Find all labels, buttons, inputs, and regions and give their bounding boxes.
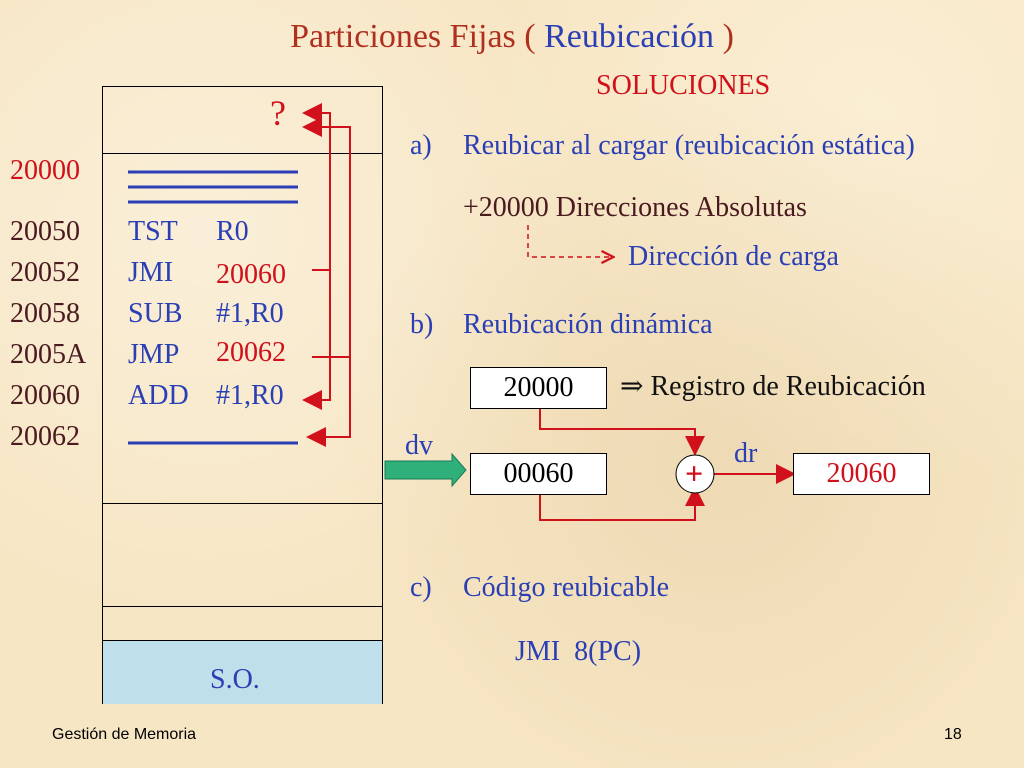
os-partition	[103, 640, 382, 704]
adder-lines	[539, 409, 796, 521]
dr-value: 20060	[826, 458, 897, 489]
slide-title: Particiones Fijas ( Reubicación )	[0, 18, 1024, 56]
title-part-2: Reubicación	[544, 18, 715, 55]
address-label: 20052	[10, 257, 80, 288]
footer-title: Gestión de Memoria	[52, 726, 197, 743]
os-label: S.O.	[210, 664, 260, 695]
partition-divider	[103, 153, 382, 154]
instruction-arg: #1,R0	[216, 298, 284, 329]
dv-label: dv	[405, 430, 433, 461]
instruction-op: SUB	[128, 298, 183, 329]
jump-arrows	[302, 103, 351, 447]
instruction-arg: #1,R0	[216, 380, 284, 411]
solution-c-marker: c)	[410, 572, 432, 603]
load-dashed-line	[527, 225, 612, 257]
plus-sign: +	[685, 455, 704, 491]
question-mark: ?	[270, 93, 286, 133]
solution-b-marker: b)	[410, 309, 434, 340]
address-label: 20000	[10, 155, 80, 186]
adder-circle	[675, 454, 715, 494]
instruction-arg: 20062	[216, 337, 286, 368]
instruction-arg: 20060	[216, 259, 286, 290]
solution-a-line2: +20000 Direcciones Absolutas	[463, 192, 807, 223]
address-label: 2005A	[10, 339, 87, 370]
partition-divider	[103, 503, 382, 504]
solutions-heading: SOLUCIONES	[596, 70, 771, 101]
dr-box: 20060	[793, 453, 930, 495]
relocatable-code: JMI 8(PC)	[515, 636, 642, 667]
solution-c-text: Código reubicable	[463, 572, 670, 603]
partition-divider	[103, 606, 382, 607]
instruction-arg: R0	[216, 216, 249, 247]
solution-a-text: Reubicar al cargar (reubicación estática…	[463, 130, 915, 161]
placeholder-lines	[128, 170, 298, 445]
instruction-op: JMI	[128, 257, 174, 288]
solution-a-marker: a)	[410, 130, 432, 161]
address-label: 20058	[10, 298, 80, 329]
partition-divider	[103, 640, 382, 641]
register-label: ⇒ Registro de Reubicación	[620, 371, 926, 402]
dv-box: 00060	[470, 453, 607, 495]
load-address-label: Dirección de carga	[628, 241, 839, 272]
dv-value: 00060	[503, 458, 574, 489]
address-label: 20062	[10, 421, 80, 452]
title-part-3: )	[714, 18, 734, 55]
register-box: 20000	[470, 367, 607, 409]
solution-b-text: Reubicación dinámica	[463, 309, 713, 340]
instruction-op: JMP	[128, 339, 180, 370]
instruction-op: TST	[128, 216, 178, 247]
dv-arrow	[384, 452, 467, 488]
title-part-1: Particiones Fijas (	[290, 18, 545, 55]
page-number: 18	[944, 726, 962, 743]
register-value: 20000	[503, 372, 574, 403]
address-label: 20060	[10, 380, 80, 411]
dr-label: dr	[734, 438, 758, 469]
instruction-op: ADD	[128, 380, 189, 411]
address-label: 20050	[10, 216, 80, 247]
memory-block	[102, 86, 383, 704]
